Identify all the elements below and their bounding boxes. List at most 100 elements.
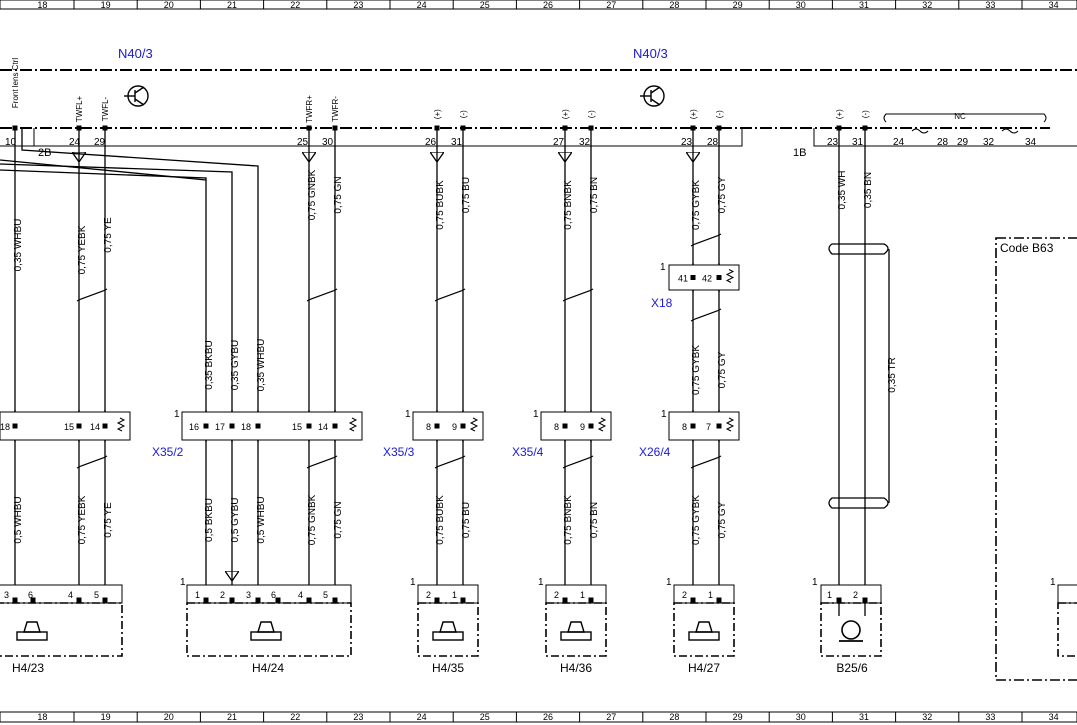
connector-pin xyxy=(76,423,82,429)
signal-label: (+) xyxy=(835,109,844,119)
signal-label: Front lens Ctrl xyxy=(11,58,20,108)
connector-x26-4 xyxy=(668,411,740,441)
top-pin-number: 27 xyxy=(553,137,565,148)
top-pin-terminal xyxy=(862,125,868,131)
connector-pin xyxy=(12,423,18,429)
module-label-left: N40/3 xyxy=(118,46,153,61)
connector-pin-number: 18 xyxy=(241,422,251,432)
connector-side-number: 1 xyxy=(405,409,411,420)
harness-break xyxy=(76,455,108,469)
component-housing xyxy=(820,602,882,657)
wire-label: 0,75 BN xyxy=(589,177,600,213)
component-pin-number: 5 xyxy=(323,590,328,600)
connector-id: X35/4 xyxy=(512,445,544,459)
connector-pin xyxy=(460,423,466,429)
connector-pin-number: 16 xyxy=(189,422,199,432)
top-pin-terminal xyxy=(716,125,722,131)
component-pin xyxy=(229,597,235,603)
component-pin xyxy=(76,597,82,603)
component-housing xyxy=(545,602,607,657)
component-pin xyxy=(588,597,594,603)
wire xyxy=(21,128,259,600)
wire-label: 0,75 GYBK xyxy=(691,345,702,395)
component-pin-number: 3 xyxy=(246,590,251,600)
component-pin-number: 2 xyxy=(426,590,431,600)
grid-number: 30 xyxy=(796,712,806,722)
wire-label: 0,75 GY xyxy=(717,501,728,538)
speaker-icon xyxy=(250,621,282,641)
grid-number: 20 xyxy=(164,712,174,722)
connector-pin-number: 15 xyxy=(64,422,74,432)
wire-label: 0,35 WH xyxy=(837,171,848,210)
top-pin-terminal xyxy=(332,125,338,131)
connector-x18 xyxy=(668,264,740,291)
connector-pin xyxy=(306,423,312,429)
component-pin xyxy=(275,597,281,603)
harness-break xyxy=(306,455,338,469)
component-pin-number: 1 xyxy=(195,590,200,600)
wire-label: 0,75 YEBK xyxy=(77,495,88,544)
top-pin-number: 24 xyxy=(893,137,905,148)
code-b63-label: Code B63 xyxy=(1000,241,1054,255)
wire-label: 0,75 GNBK xyxy=(307,169,318,220)
connector-side-number: 1 xyxy=(660,262,666,273)
wire-label: 0,75 GNBK xyxy=(307,494,318,545)
harness-break xyxy=(690,233,722,247)
speaker-icon xyxy=(432,621,464,641)
connector-pin-number: 9 xyxy=(580,422,585,432)
code-b63-box xyxy=(995,237,1077,681)
grid-number: 23 xyxy=(353,712,363,722)
nc-label: NC xyxy=(954,112,966,121)
grid-number: 18 xyxy=(37,0,47,10)
grid-number: 31 xyxy=(859,0,869,10)
grid-number: 33 xyxy=(985,712,995,722)
top-pin-number: 26 xyxy=(425,137,437,148)
top-pin-number: 32 xyxy=(579,137,591,148)
harness-break xyxy=(562,288,594,302)
component-pin-number: 1 xyxy=(580,590,585,600)
component-pin-number: 3 xyxy=(4,590,9,600)
wire-label: 0,75 YE xyxy=(103,502,114,538)
connector-pin xyxy=(716,275,722,280)
wire-label: 0,75 GN xyxy=(333,501,344,538)
connector-pin-number: 8 xyxy=(682,422,687,432)
signal-label: TWFR+ xyxy=(305,95,314,123)
component-id: H4/27 xyxy=(688,661,720,675)
speaker-icon xyxy=(16,621,48,641)
connector-pin xyxy=(716,423,722,429)
component-pin xyxy=(716,597,722,603)
top-pin-number: 30 xyxy=(322,137,334,148)
connector-pin xyxy=(255,423,261,429)
coupling-spring-icon xyxy=(597,417,607,432)
signal-label: TWFL- xyxy=(101,96,110,121)
connector-housing xyxy=(0,411,131,441)
top-pin-terminal xyxy=(460,125,466,131)
grid-number: 26 xyxy=(543,0,553,10)
wire-label: 0,35 BKBU xyxy=(204,340,215,389)
grid-number: 29 xyxy=(733,0,743,10)
coupling-spring-icon xyxy=(469,417,479,432)
nc-switch-icon xyxy=(911,128,929,134)
harness-break xyxy=(434,288,466,302)
grid-number: 24 xyxy=(417,712,427,722)
transistor-icon xyxy=(640,85,665,107)
component-housing xyxy=(0,602,123,657)
module-label-right: N40/3 xyxy=(633,46,668,61)
grid-number: 19 xyxy=(101,0,111,10)
wire-label: 0,35 GYBU xyxy=(230,340,241,391)
grid-number: 22 xyxy=(290,712,300,722)
harness-break xyxy=(690,455,722,469)
grid-number: 20 xyxy=(164,0,174,10)
marks xyxy=(0,125,1077,657)
wire-label: 0,75 BUBK xyxy=(435,495,446,545)
component-pin-number: 1 xyxy=(708,590,713,600)
wire-label: 0,35 WHBU xyxy=(256,339,267,392)
connector-label-2b: 2B xyxy=(38,147,51,159)
connector-pin-number: 17 xyxy=(215,422,225,432)
connector-x35-2 xyxy=(0,411,363,441)
component-pin xyxy=(255,597,261,603)
connector-pin-number: 8 xyxy=(554,422,559,432)
component-pin xyxy=(836,597,842,603)
